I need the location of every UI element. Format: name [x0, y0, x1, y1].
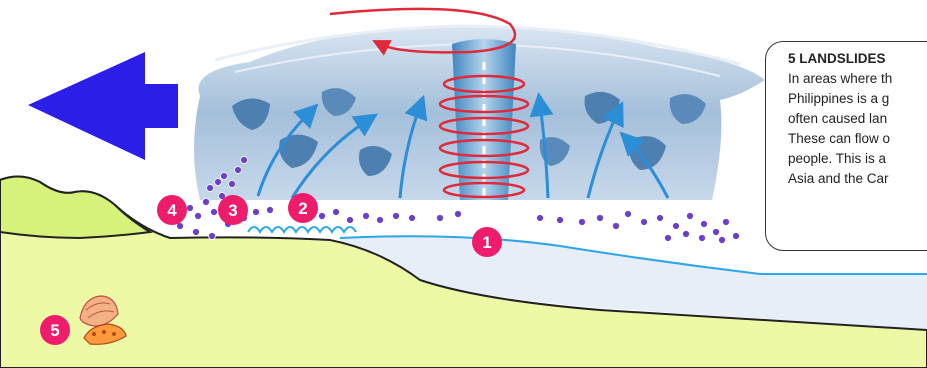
info-box-line: people. This is a	[788, 149, 927, 169]
marker-4: 4	[157, 195, 187, 225]
info-box-line: In areas where th	[788, 69, 927, 89]
info-box-line: These can flow o	[788, 129, 927, 149]
green-hill	[0, 176, 150, 238]
svg-text:3: 3	[228, 201, 237, 220]
info-box-title: 5 LANDSLIDES	[788, 51, 927, 66]
marker-2: 2	[288, 193, 318, 223]
marker-5: 5	[40, 315, 70, 345]
svg-text:5: 5	[50, 321, 59, 340]
info-box: 5 LANDSLIDES In areas where th Philippin…	[765, 41, 927, 251]
svg-text:2: 2	[298, 199, 307, 218]
svg-text:1: 1	[482, 233, 491, 252]
info-box-line: often caused lan	[788, 109, 927, 129]
marker-3: 3	[218, 195, 248, 225]
info-box-line: Asia and the Car	[788, 169, 927, 189]
wave-icon	[248, 227, 356, 232]
svg-text:4: 4	[167, 201, 177, 220]
info-box-line: Philippines is a g	[788, 89, 927, 109]
wind-direction-arrow-icon	[28, 52, 178, 160]
marker-1: 1	[472, 227, 502, 257]
